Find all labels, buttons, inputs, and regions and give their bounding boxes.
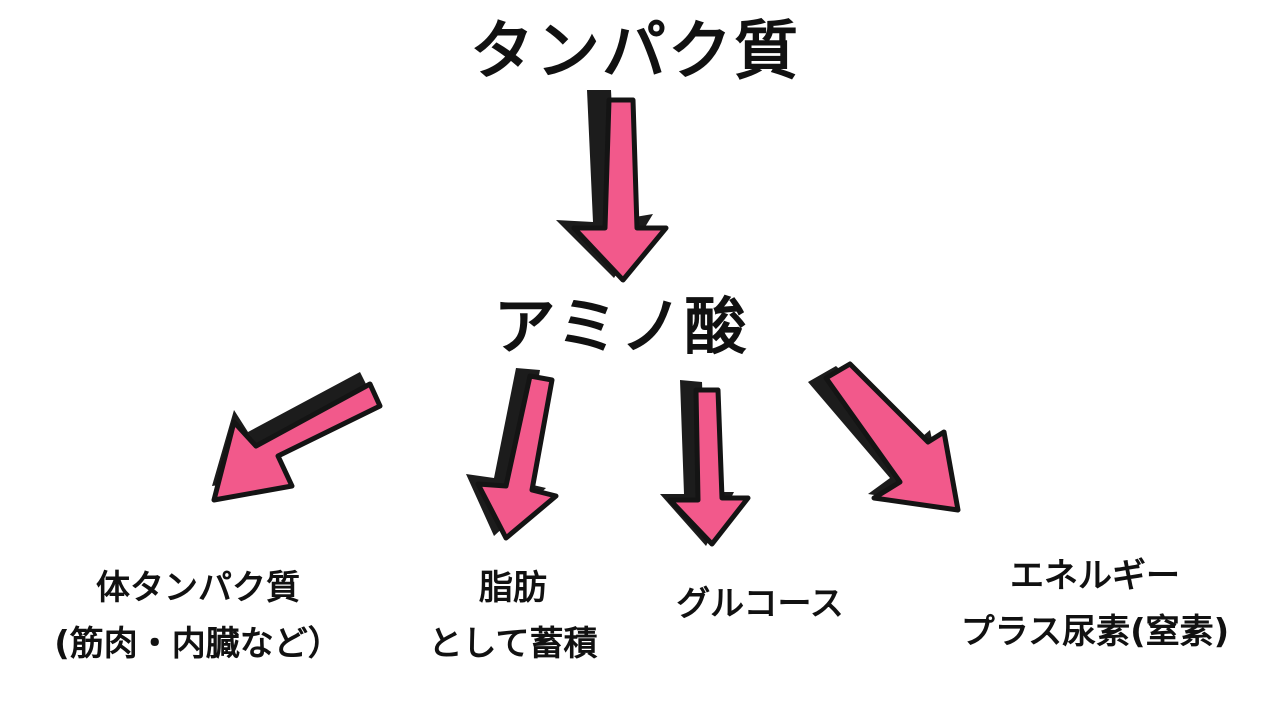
- node-energy-line2: プラス尿素(窒素): [960, 612, 1230, 652]
- node-amino-acids: アミノ酸: [486, 290, 756, 364]
- node-fat-line1: 脂肪: [479, 568, 547, 608]
- arrow-protein-to-amino: [556, 90, 669, 283]
- node-fat-storage: 脂肪 として蓄積: [398, 560, 628, 672]
- arrow-amino-to-energy: [808, 361, 961, 513]
- node-protein-label: タンパク質: [470, 15, 800, 89]
- node-energy-urea: エネルギー プラス尿素(窒素): [925, 548, 1265, 660]
- arrow-amino-to-glucose: [660, 380, 751, 547]
- arrow-amino-to-body-protein: [211, 372, 383, 503]
- node-body-protein: 体タンパク質 (筋肉・内臓など）: [18, 560, 378, 672]
- arrow-amino-to-fat: [466, 368, 559, 541]
- node-glucose-label: グルコース: [676, 584, 844, 624]
- node-glucose: グルコース: [640, 580, 880, 628]
- node-protein: タンパク質: [470, 14, 800, 90]
- node-body-protein-line1: 体タンパク質: [96, 568, 300, 608]
- node-fat-line2: として蓄積: [428, 624, 598, 664]
- node-energy-line1: エネルギー: [1010, 556, 1180, 596]
- node-body-protein-line2: (筋肉・内臓など）: [54, 624, 342, 664]
- node-amino-acids-label: アミノ酸: [493, 290, 749, 363]
